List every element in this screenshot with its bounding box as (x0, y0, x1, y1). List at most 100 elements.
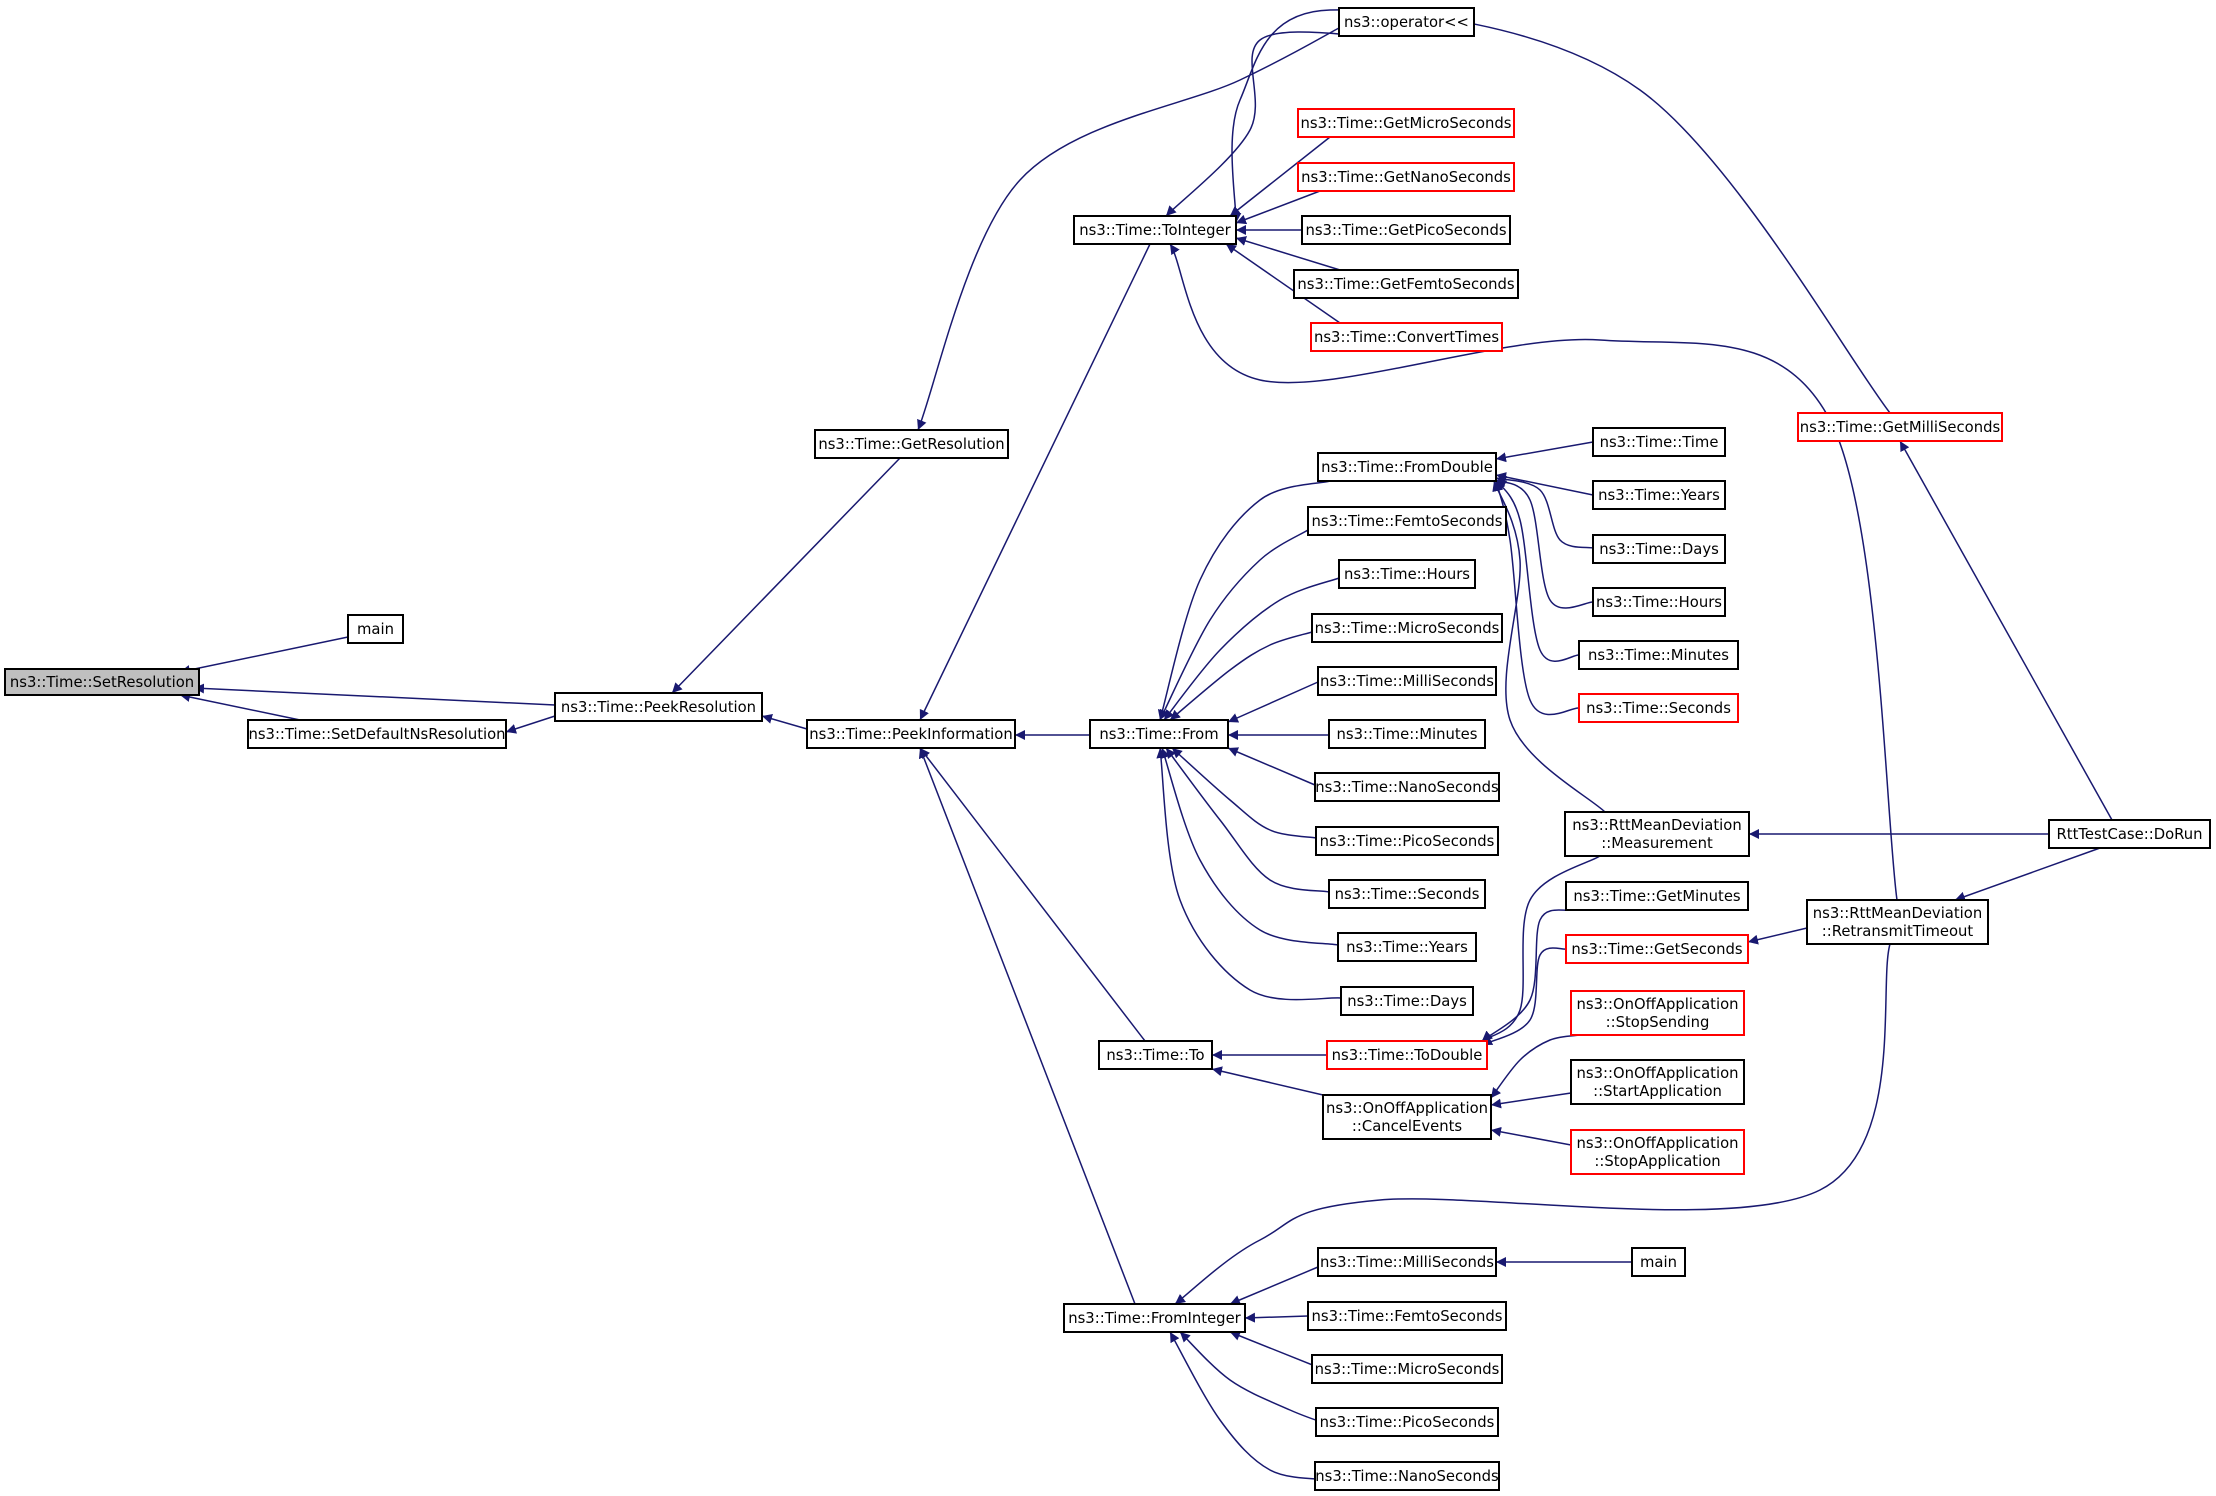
node-box[interactable] (1338, 7, 1475, 37)
node-stopsend[interactable]: ns3::OnOffApplication::StopSending (1570, 990, 1745, 1036)
node-r_seconds[interactable]: ns3::Time::Seconds (1578, 693, 1739, 723)
node-getfemto[interactable]: ns3::Time::GetFemtoSeconds (1293, 269, 1519, 299)
node-box[interactable] (1307, 506, 1507, 536)
node-main1[interactable]: main (347, 614, 404, 644)
node-getseconds[interactable]: ns3::Time::GetSeconds (1565, 934, 1749, 964)
node-setres[interactable]: ns3::Time::SetResolution (4, 668, 200, 696)
node-box[interactable] (1317, 666, 1497, 696)
node-getpico[interactable]: ns3::Time::GetPicoSeconds (1301, 215, 1511, 245)
node-fi_micro[interactable]: ns3::Time::MicroSeconds (1311, 1354, 1503, 1384)
node-r_time[interactable]: ns3::Time::Time (1592, 427, 1726, 457)
node-to[interactable]: ns3::Time::To (1098, 1040, 1213, 1070)
node-cancelev[interactable]: ns3::OnOffApplication::CancelEvents (1322, 1094, 1492, 1140)
node-getmilli[interactable]: ns3::Time::GetMilliSeconds (1797, 412, 2003, 442)
node-box[interactable] (1317, 1247, 1497, 1277)
node-rttretx[interactable]: ns3::RttMeanDeviation::RetransmitTimeout (1806, 899, 1989, 945)
node-getnano[interactable]: ns3::Time::GetNanoSeconds (1297, 162, 1515, 192)
node-main2[interactable]: main (1631, 1247, 1686, 1277)
node-setdef[interactable]: ns3::Time::SetDefaultNsResolution (247, 719, 507, 749)
node-box[interactable] (1328, 719, 1486, 749)
node-fd_hours[interactable]: ns3::Time::Hours (1338, 559, 1476, 589)
node-box[interactable] (1631, 1247, 1686, 1277)
node-box[interactable] (806, 719, 1016, 749)
node-peekinfo[interactable]: ns3::Time::PeekInformation (806, 719, 1016, 749)
node-box[interactable] (1314, 1461, 1500, 1491)
node-box[interactable] (1592, 587, 1726, 617)
node-opshl[interactable]: ns3::operator<< (1338, 7, 1475, 37)
node-toint[interactable]: ns3::Time::ToInteger (1073, 215, 1237, 245)
node-fd_milli[interactable]: ns3::Time::MilliSeconds (1317, 666, 1497, 696)
node-fd_pico[interactable]: ns3::Time::PicoSeconds (1315, 826, 1499, 856)
node-box[interactable] (1297, 108, 1515, 138)
node-box[interactable] (247, 719, 507, 749)
node-getres[interactable]: ns3::Time::GetResolution (814, 429, 1009, 459)
node-box[interactable] (1806, 899, 1989, 945)
node-box[interactable] (1565, 934, 1749, 964)
node-fromint[interactable]: ns3::Time::FromInteger (1063, 1303, 1246, 1333)
node-stopapp[interactable]: ns3::OnOffApplication::StopApplication (1570, 1129, 1745, 1175)
node-fd_minutes[interactable]: ns3::Time::Minutes (1328, 719, 1486, 749)
node-box[interactable] (1578, 640, 1739, 670)
node-r_years[interactable]: ns3::Time::Years (1592, 480, 1726, 510)
node-rttmeas[interactable]: ns3::RttMeanDeviation::Measurement (1564, 811, 1750, 857)
node-box[interactable] (1592, 480, 1726, 510)
node-fi_milli[interactable]: ns3::Time::MilliSeconds (1317, 1247, 1497, 1277)
node-box[interactable] (1089, 719, 1229, 749)
node-getmicro[interactable]: ns3::Time::GetMicroSeconds (1297, 108, 1515, 138)
node-box[interactable] (1315, 826, 1499, 856)
node-box[interactable] (347, 614, 404, 644)
node-r_hours[interactable]: ns3::Time::Hours (1592, 587, 1726, 617)
node-box[interactable] (1797, 412, 2003, 442)
node-fi_pico[interactable]: ns3::Time::PicoSeconds (1315, 1407, 1499, 1437)
node-from[interactable]: ns3::Time::From (1089, 719, 1229, 749)
node-box[interactable] (1311, 1354, 1503, 1384)
node-box[interactable] (1098, 1040, 1213, 1070)
node-box[interactable] (1570, 1059, 1745, 1105)
node-peekres[interactable]: ns3::Time::PeekResolution (554, 692, 763, 722)
node-box[interactable] (1578, 693, 1739, 723)
node-fd_days[interactable]: ns3::Time::Days (1340, 986, 1474, 1016)
node-todouble[interactable]: ns3::Time::ToDouble (1326, 1040, 1488, 1070)
node-box[interactable] (1565, 881, 1749, 911)
node-box[interactable] (1293, 269, 1519, 299)
node-fd_micro[interactable]: ns3::Time::MicroSeconds (1311, 613, 1503, 643)
node-fd_years[interactable]: ns3::Time::Years (1337, 932, 1477, 962)
node-box[interactable] (1326, 1040, 1488, 1070)
node-box[interactable] (1297, 162, 1515, 192)
node-box[interactable] (1340, 986, 1474, 1016)
node-convtimes[interactable]: ns3::Time::ConvertTimes (1310, 322, 1503, 352)
node-box[interactable] (1338, 559, 1476, 589)
node-box[interactable] (1570, 990, 1745, 1036)
node-box[interactable] (1301, 215, 1511, 245)
node-fi_femto[interactable]: ns3::Time::FemtoSeconds (1307, 1301, 1507, 1331)
node-fd_nano[interactable]: ns3::Time::NanoSeconds (1314, 772, 1500, 802)
node-box[interactable] (1314, 772, 1500, 802)
node-box[interactable] (1564, 811, 1750, 857)
node-getminutes[interactable]: ns3::Time::GetMinutes (1565, 881, 1749, 911)
node-fromdbl[interactable]: ns3::Time::FromDouble (1317, 452, 1497, 482)
node-rttdorun[interactable]: RttTestCase::DoRun (2048, 819, 2211, 849)
node-box[interactable] (1570, 1129, 1745, 1175)
node-fd_seconds[interactable]: ns3::Time::Seconds (1328, 879, 1486, 909)
node-box[interactable] (2048, 819, 2211, 849)
node-box[interactable] (1073, 215, 1237, 245)
node-r_days[interactable]: ns3::Time::Days (1592, 534, 1726, 564)
node-startapp[interactable]: ns3::OnOffApplication::StartApplication (1570, 1059, 1745, 1105)
node-box[interactable] (1337, 932, 1477, 962)
node-box[interactable] (1592, 427, 1726, 457)
node-box[interactable] (1328, 879, 1486, 909)
node-box[interactable] (814, 429, 1009, 459)
node-box[interactable] (1322, 1094, 1492, 1140)
node-box[interactable] (1063, 1303, 1246, 1333)
node-box[interactable] (1310, 322, 1503, 352)
node-box[interactable] (1592, 534, 1726, 564)
node-box[interactable] (1315, 1407, 1499, 1437)
node-box[interactable] (4, 668, 200, 696)
node-r_minutes[interactable]: ns3::Time::Minutes (1578, 640, 1739, 670)
node-box[interactable] (554, 692, 763, 722)
node-box[interactable] (1307, 1301, 1507, 1331)
node-box[interactable] (1317, 452, 1497, 482)
node-fi_nano[interactable]: ns3::Time::NanoSeconds (1314, 1461, 1500, 1491)
node-box[interactable] (1311, 613, 1503, 643)
node-fd_femto[interactable]: ns3::Time::FemtoSeconds (1307, 506, 1507, 536)
